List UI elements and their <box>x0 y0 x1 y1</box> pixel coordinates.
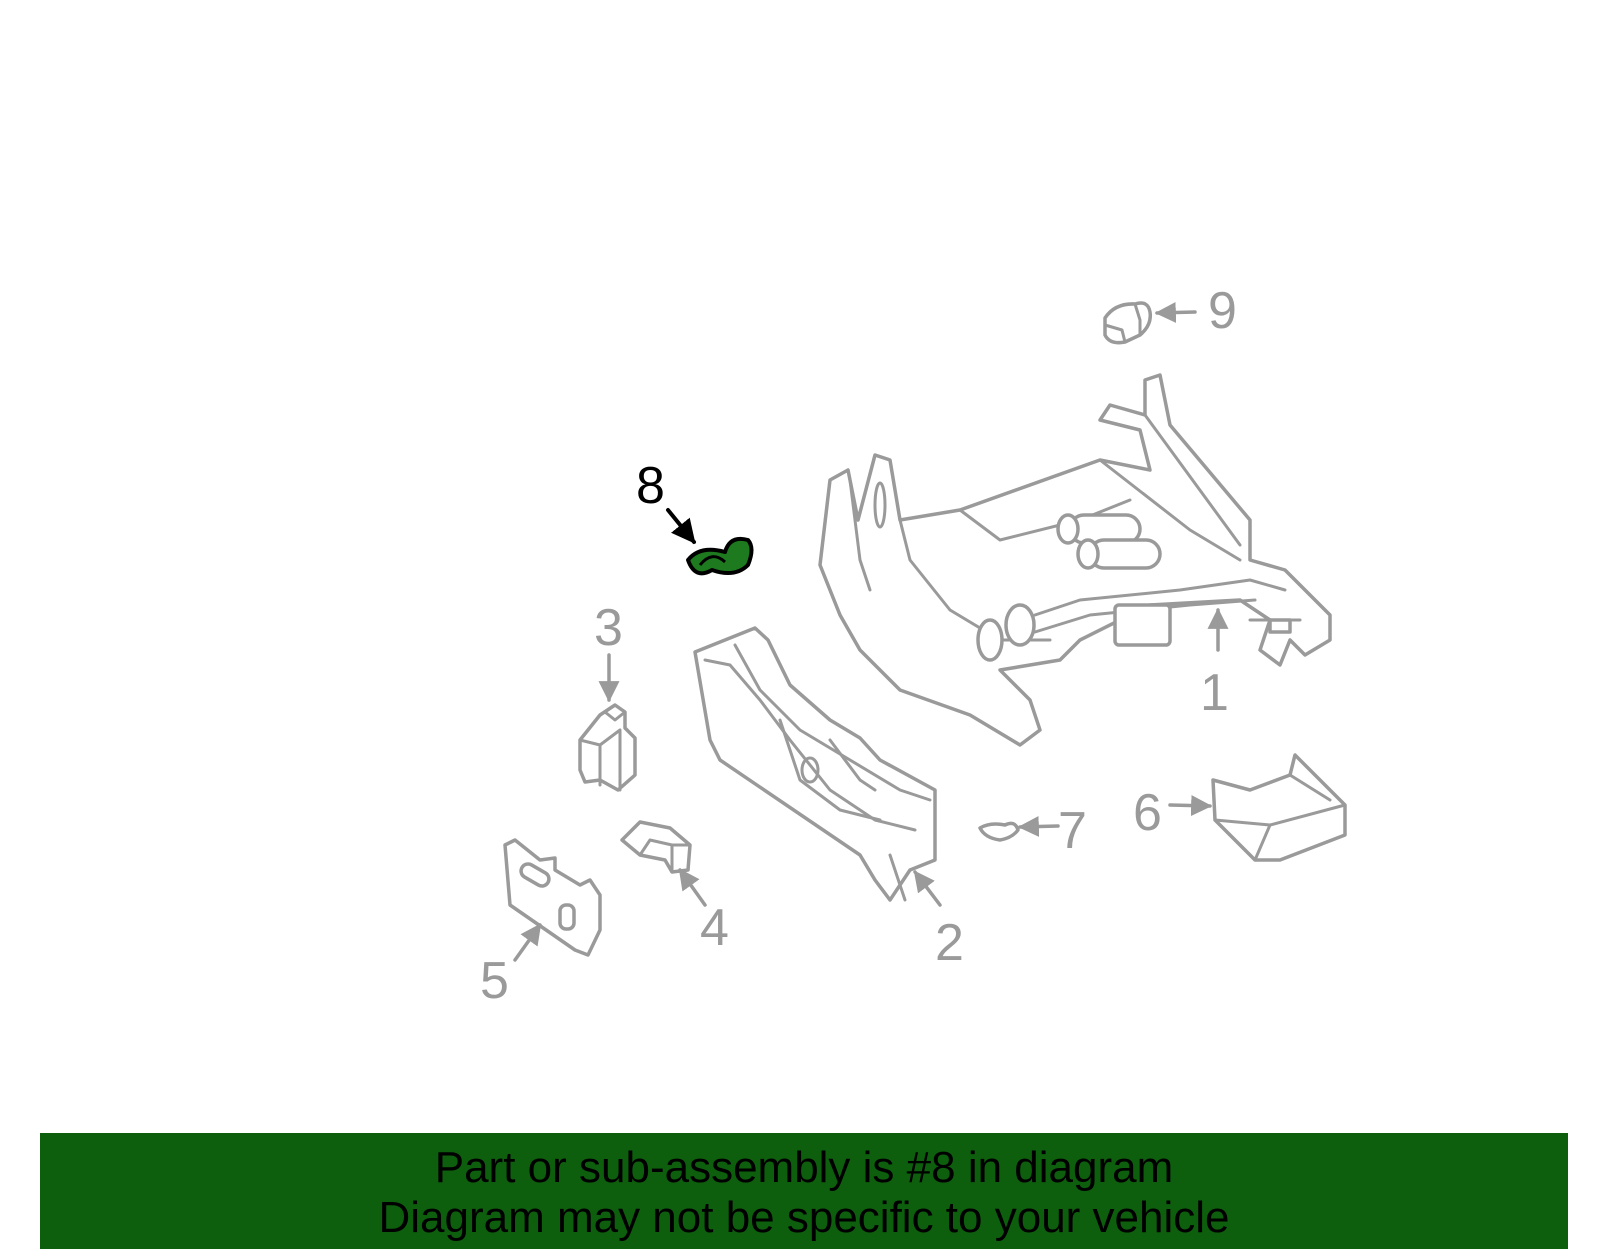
banner-line-1: Part or sub-assembly is #8 in diagram <box>434 1143 1174 1192</box>
part-9-cap[interactable] <box>1103 301 1153 345</box>
part-3-switch[interactable] <box>578 703 637 792</box>
callout-number-9[interactable]: 9 <box>1208 282 1237 340</box>
callout-arrow-5 <box>513 923 542 962</box>
callout-arrow-4 <box>678 868 707 907</box>
callout-number-6[interactable]: 6 <box>1133 784 1162 842</box>
callout-number-3[interactable]: 3 <box>594 599 623 657</box>
callout-arrow-2 <box>913 870 942 907</box>
callout-number-5[interactable]: 5 <box>480 952 509 1010</box>
info-banner: Part or sub-assembly is #8 in diagram Di… <box>40 1133 1568 1249</box>
callout-number-4[interactable]: 4 <box>700 899 729 957</box>
callout-number-7[interactable]: 7 <box>1058 802 1087 860</box>
callout-arrow-9 <box>1154 302 1197 323</box>
part-5-bezel[interactable] <box>503 838 602 957</box>
callout-number-2[interactable]: 2 <box>935 914 964 972</box>
part-7-clip[interactable] <box>978 821 1020 842</box>
callout-number-1[interactable]: 1 <box>1200 664 1229 722</box>
part-8-highlighted-clip[interactable] <box>686 536 754 576</box>
part-4-knob[interactable] <box>620 820 692 874</box>
callout-arrow-7 <box>1017 816 1060 837</box>
callout-arrow-8 <box>666 508 696 544</box>
part-2-side-trim-panel[interactable] <box>693 626 937 902</box>
banner-line-2: Diagram may not be specific to your vehi… <box>378 1193 1230 1242</box>
part-1-seat-frame[interactable] <box>818 373 1332 747</box>
callout-arrow-6 <box>1168 795 1213 817</box>
part-6-cover-tray[interactable] <box>1211 753 1347 862</box>
callout-number-8[interactable]: 8 <box>636 457 665 515</box>
